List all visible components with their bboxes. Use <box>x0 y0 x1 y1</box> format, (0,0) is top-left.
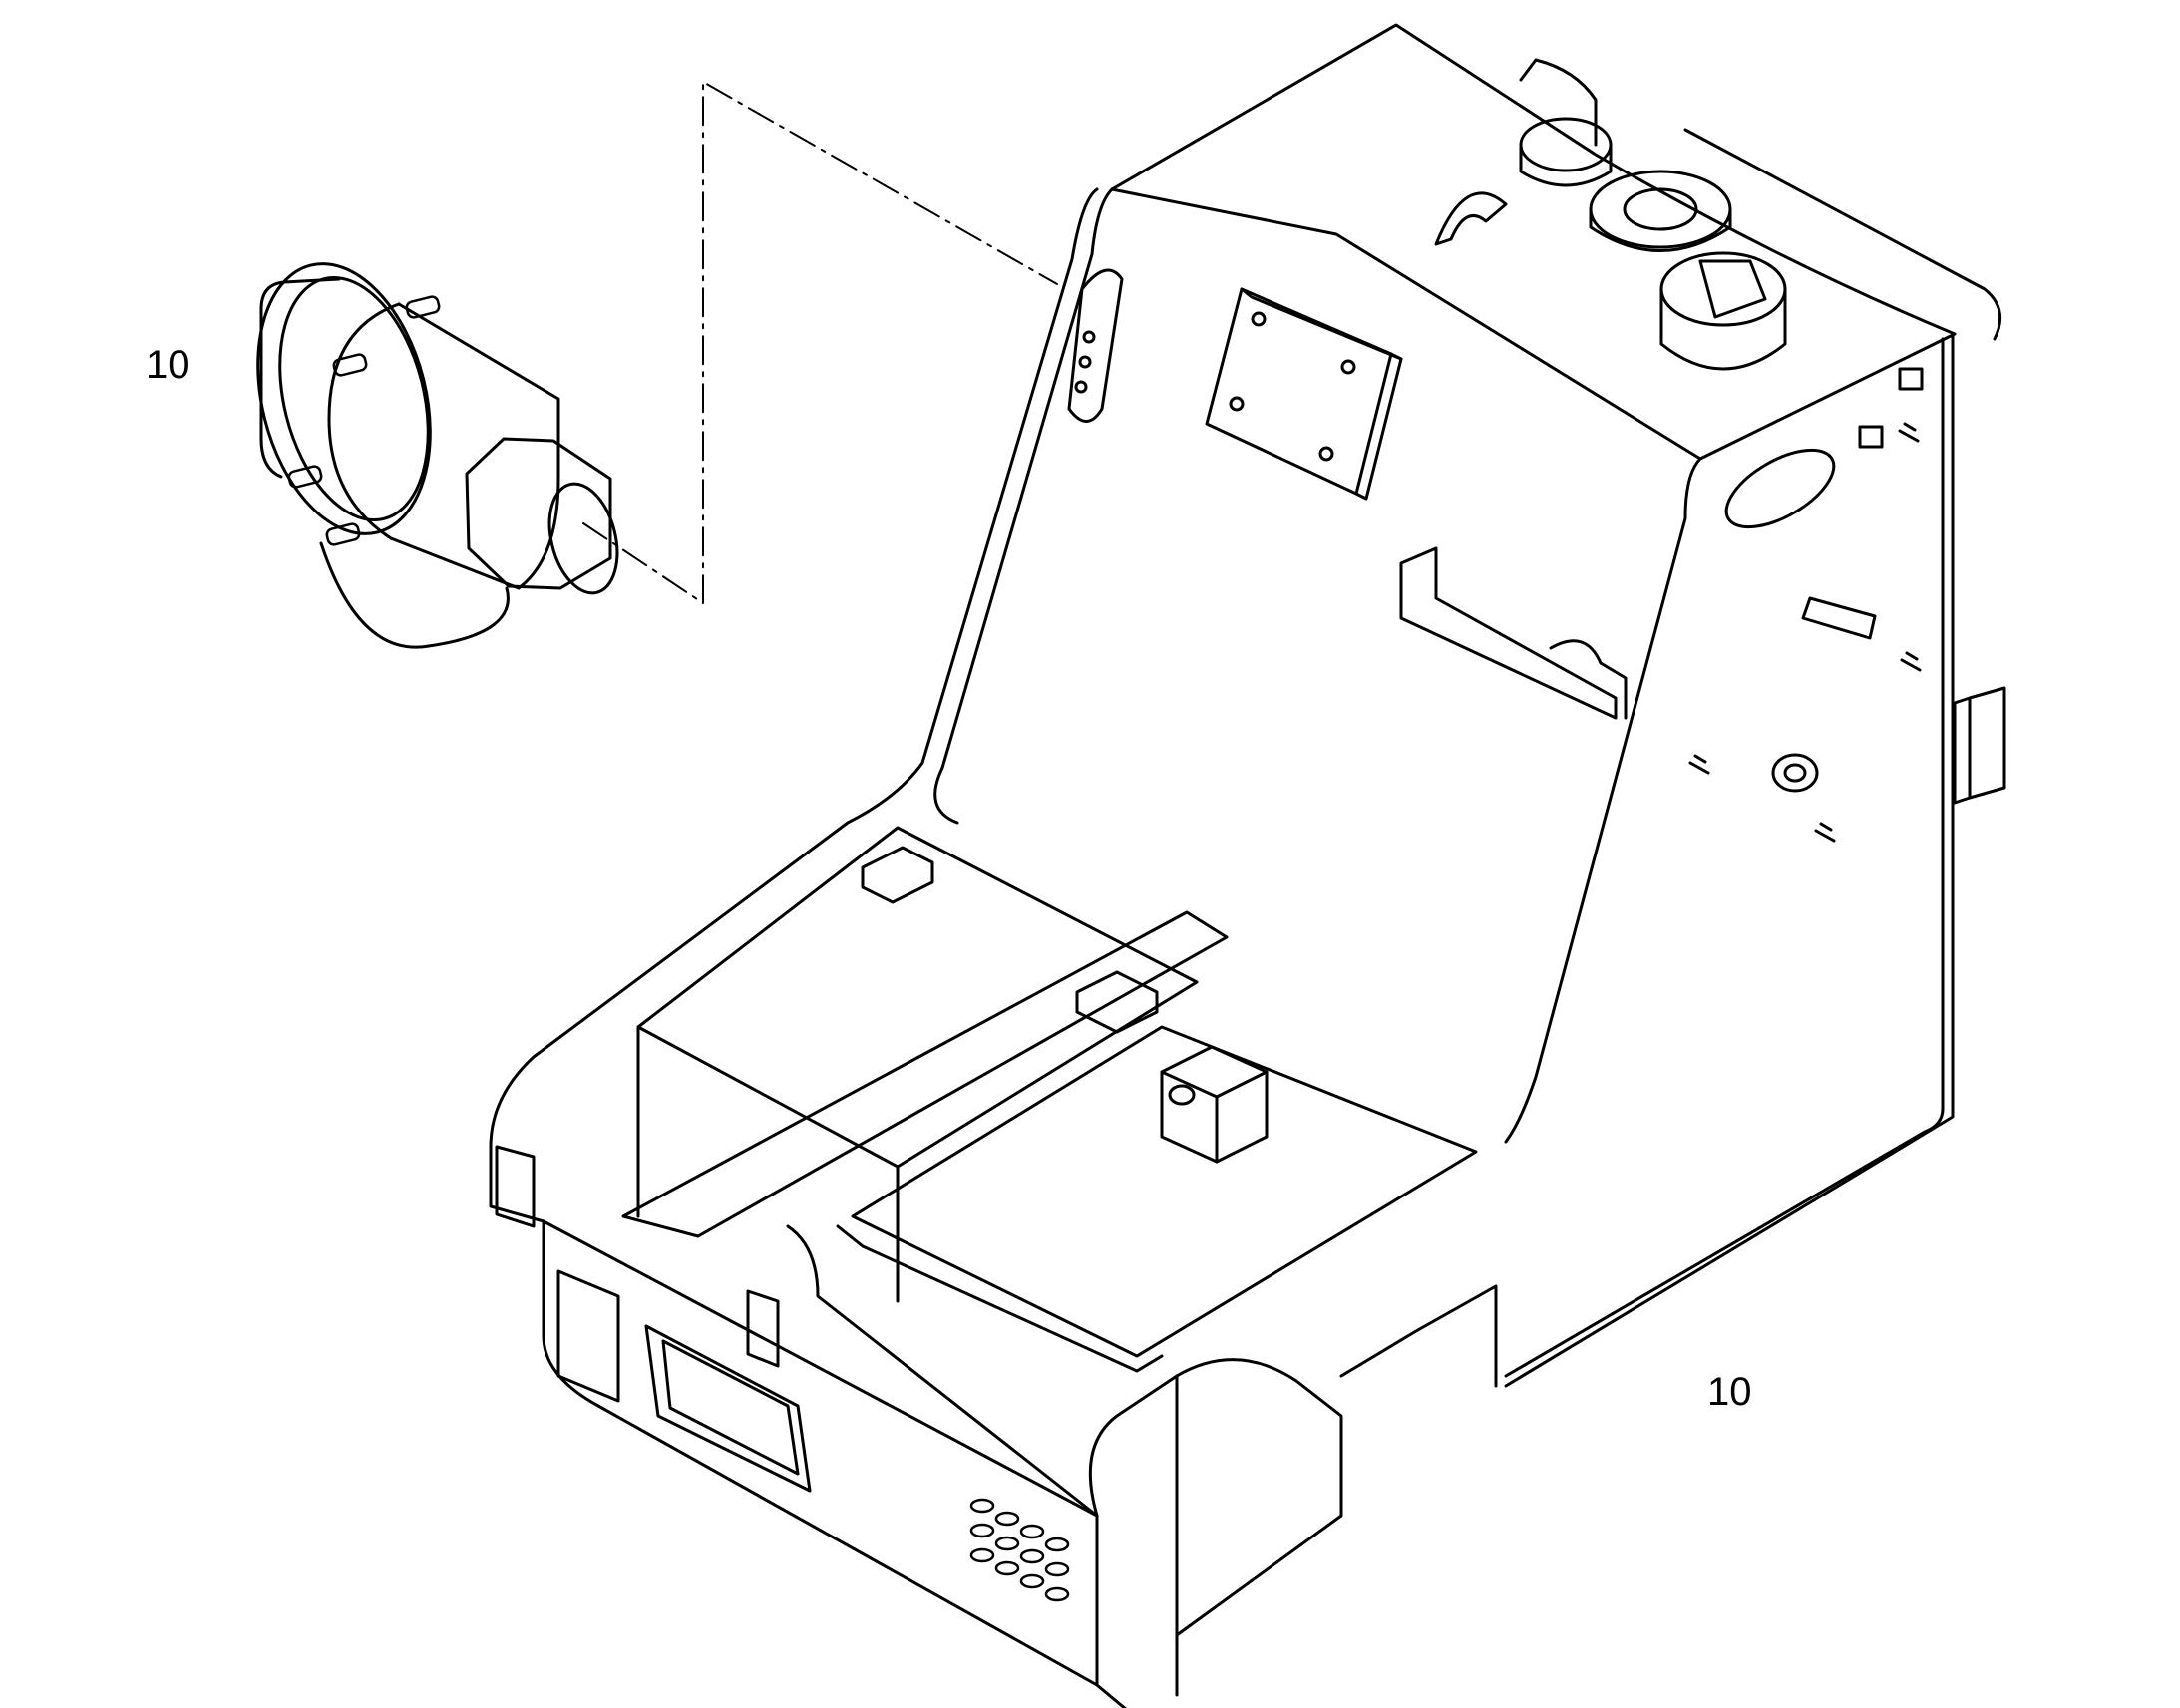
frame-housing <box>489 23 2002 1708</box>
top-fittings <box>1434 58 1787 371</box>
callout-motor-part-number: 10 <box>146 343 190 387</box>
panel-details <box>861 268 2006 1164</box>
assembly-centerline <box>582 81 1058 604</box>
motor-assembly <box>256 262 619 649</box>
callout-frame-part-number: 10 <box>1707 1370 1752 1414</box>
